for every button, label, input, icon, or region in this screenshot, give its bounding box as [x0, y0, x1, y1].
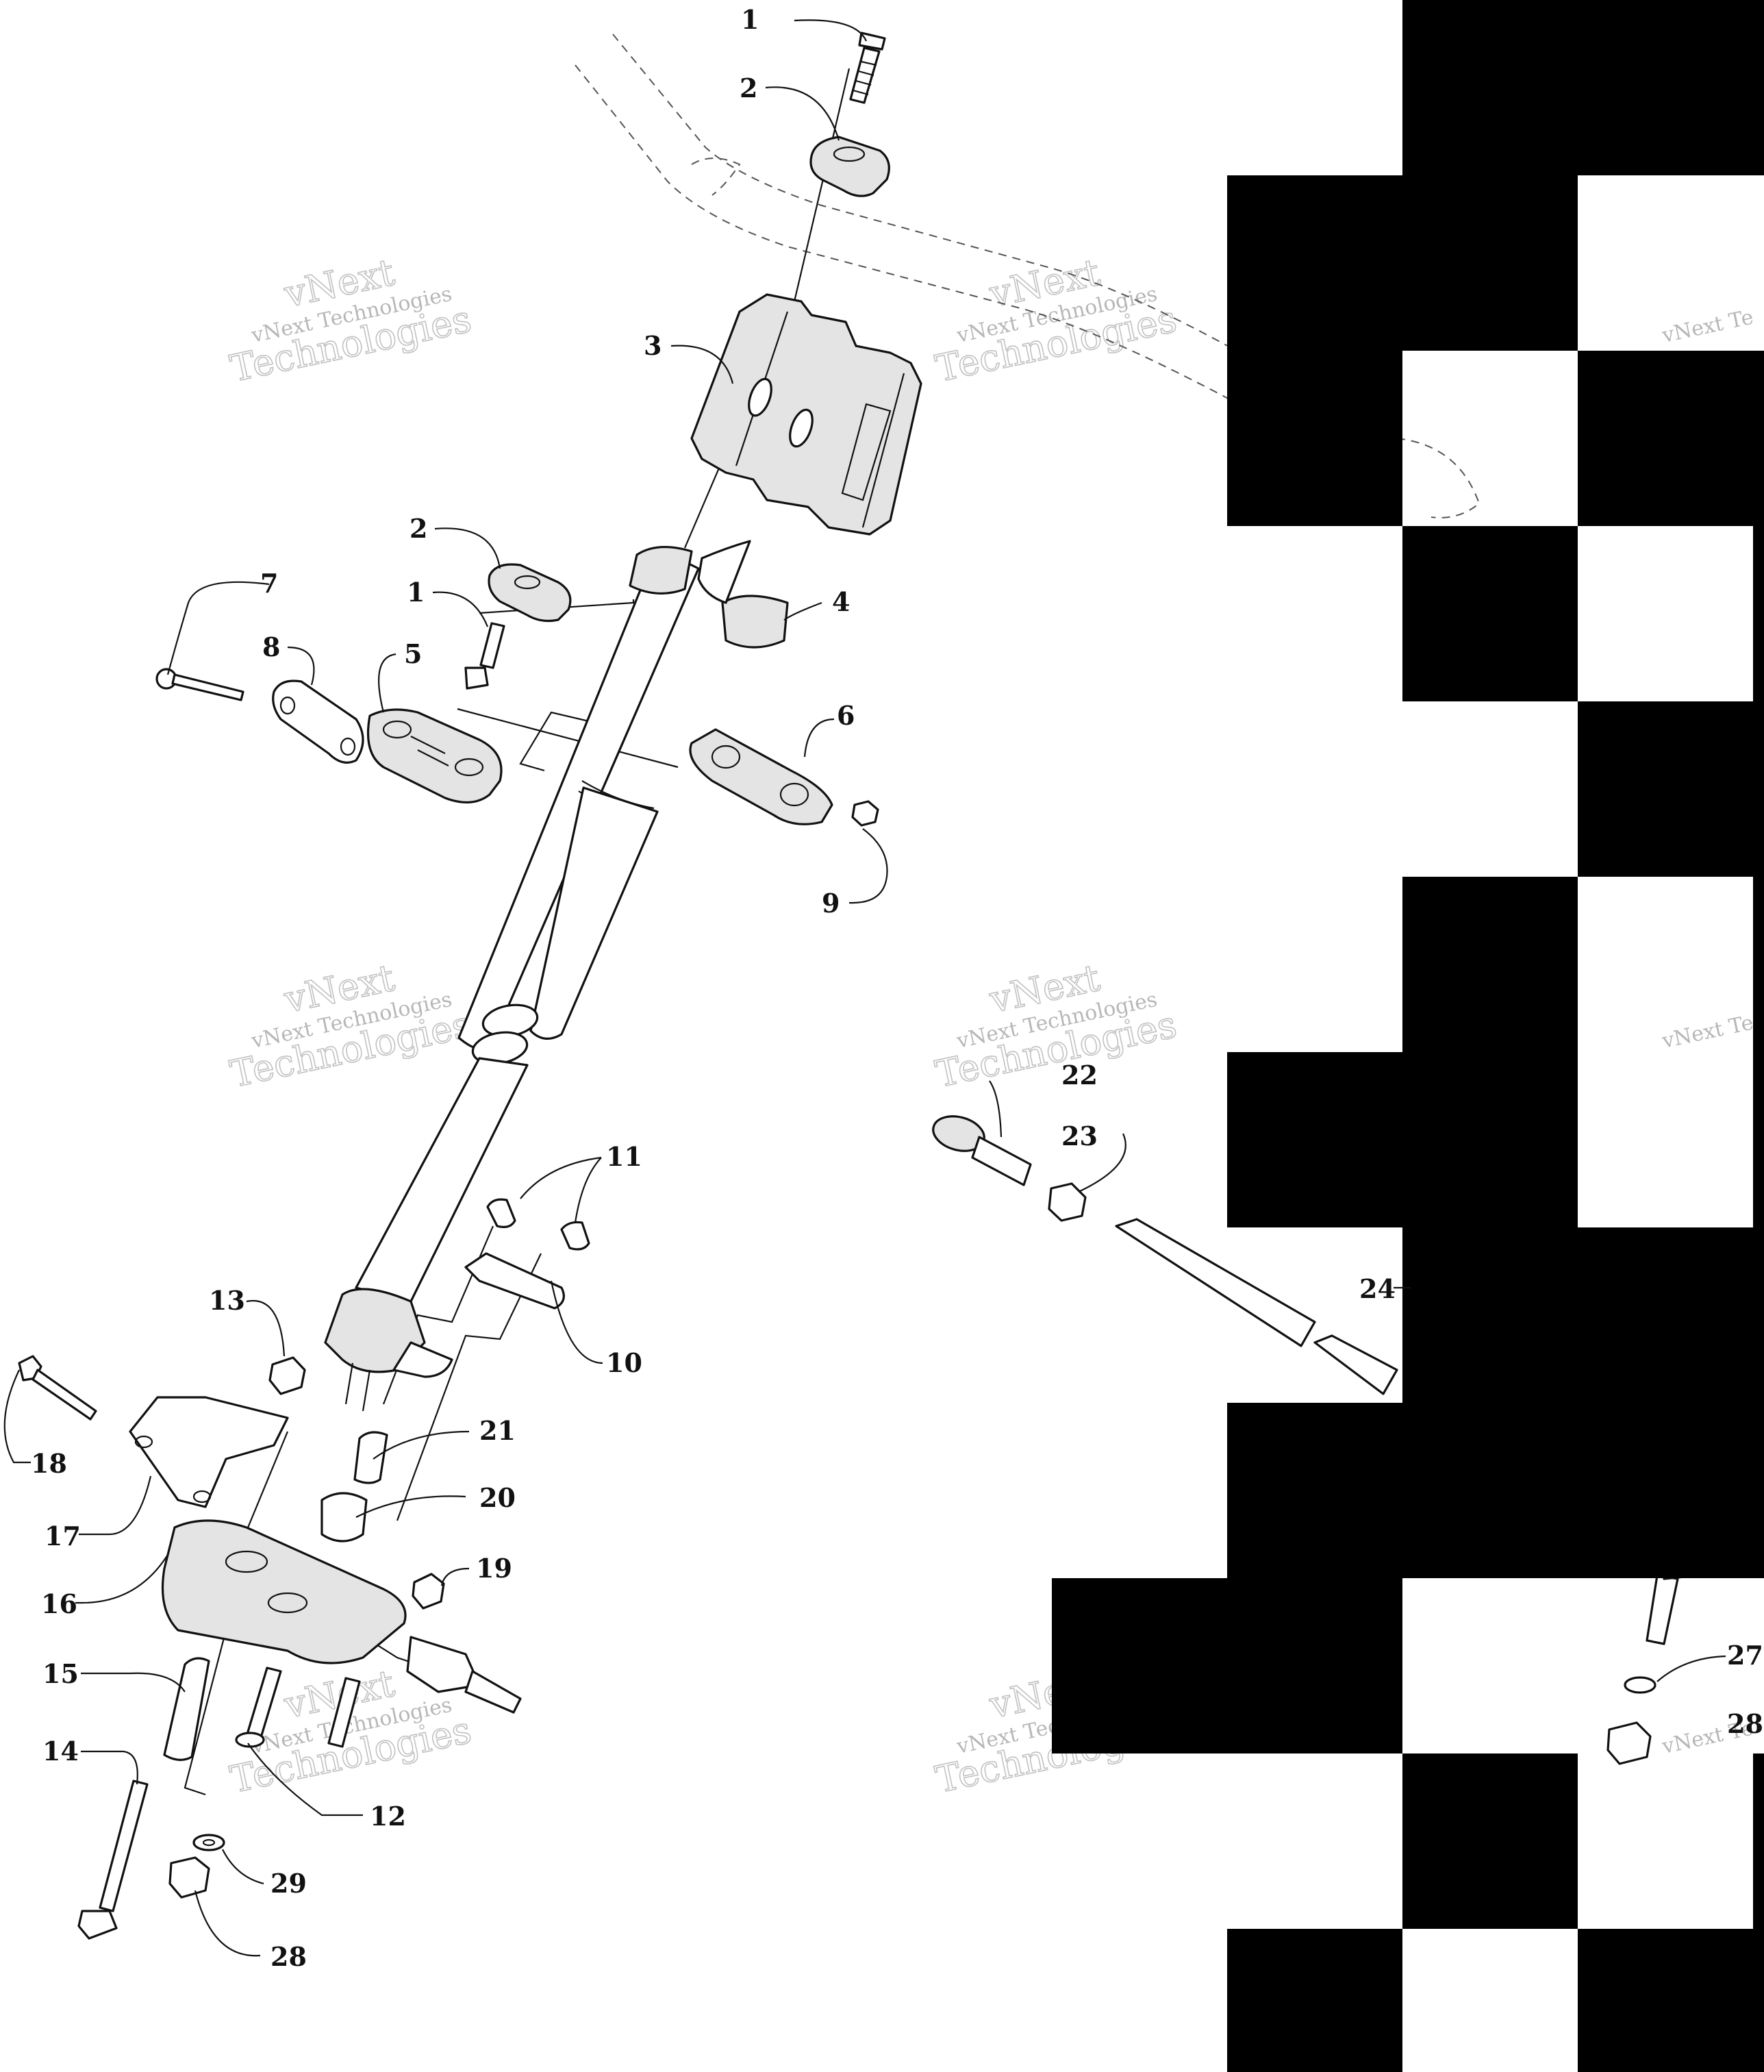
part-spacers-top — [486, 1198, 590, 1251]
callout-24: 24 — [1359, 1273, 1396, 1304]
callout-7: 7 — [260, 568, 278, 599]
watermark: vNext Te — [1659, 305, 1755, 348]
part-bolt-mid — [464, 622, 505, 690]
part-bolts-12 — [235, 1667, 361, 1748]
callout-2: 2 — [740, 73, 757, 103]
leader-lines — [3, 19, 1726, 1957]
part-clamp-cap — [689, 728, 833, 825]
part-bolt-long — [155, 668, 244, 701]
callout-1: 1 — [407, 577, 425, 608]
part-strap — [272, 679, 364, 764]
callout-13: 13 — [209, 1285, 245, 1316]
part-bracket-plate — [464, 1252, 565, 1310]
callout-12: 12 — [370, 1801, 406, 1832]
part-jam-nut-23 — [1048, 1182, 1087, 1222]
callout-23: 23 — [1061, 1121, 1098, 1151]
callout-17: 17 — [45, 1521, 81, 1551]
part-clamp-mid — [488, 563, 572, 623]
callout-18: 18 — [31, 1448, 67, 1479]
callout-15: 15 — [42, 1658, 79, 1689]
part-nut-28 — [168, 1856, 210, 1899]
callout-14: 14 — [42, 1736, 79, 1767]
callout-8: 8 — [262, 632, 280, 662]
watermark: vNext Technologies Technologies vNext — [931, 250, 1181, 391]
callout-20: 20 — [479, 1482, 516, 1513]
callout-2: 2 — [410, 513, 427, 544]
callout-28: 28 — [1727, 1708, 1763, 1739]
callout-4: 4 — [832, 586, 850, 617]
part-tie-rod-24 — [1115, 1218, 1398, 1395]
part-spacer-21 — [353, 1431, 388, 1484]
callout-21: 21 — [479, 1415, 516, 1446]
handlebar-outline — [575, 34, 1480, 519]
callouts: 1 2 3 2 1 4 7 8 5 6 9 11 10 13 18 21 20 … — [31, 4, 1763, 1972]
callout-29: 29 — [270, 1868, 307, 1899]
part-rod-end-22 — [932, 1115, 1032, 1186]
callout-27: 27 — [1727, 1640, 1763, 1671]
callout-6: 6 — [837, 700, 855, 731]
part-bracket-17 — [129, 1396, 289, 1508]
part-bushing-20 — [320, 1492, 368, 1543]
callout-28: 28 — [270, 1941, 307, 1972]
part-nut-28b — [1606, 1721, 1652, 1765]
watermark: vNext Technologies Technologies vNext — [226, 250, 475, 391]
callout-9: 9 — [822, 888, 840, 919]
part-bracket-16 — [161, 1519, 522, 1714]
part-lower-clamp — [366, 708, 503, 804]
part-nut-13 — [268, 1356, 306, 1395]
part-bolt-18 — [18, 1355, 97, 1421]
watermark: vNext Technologies Technologies vNext — [226, 956, 475, 1097]
callout-3: 3 — [644, 330, 662, 361]
part-washer-29 — [192, 1834, 225, 1851]
callout-5: 5 — [404, 638, 422, 669]
part-steering-post — [324, 540, 789, 1412]
callout-16: 16 — [41, 1588, 77, 1619]
watermark-line: vNext Te — [1659, 1011, 1755, 1053]
callout-22: 22 — [1061, 1060, 1098, 1090]
part-nut-19 — [412, 1573, 445, 1610]
part-riser-block — [690, 293, 922, 536]
part-spacer-15 — [163, 1657, 210, 1761]
checker-overlay — [1052, 0, 1764, 2072]
callout-10: 10 — [606, 1347, 642, 1378]
part-clamp-upper — [809, 136, 890, 197]
watermark-line: vNext Te — [1659, 305, 1755, 348]
part-bolt-14 — [77, 1780, 149, 1940]
callout-11: 11 — [606, 1141, 642, 1172]
callout-19: 19 — [476, 1553, 512, 1584]
part-nut-small — [851, 800, 879, 827]
part-washer-27 — [1624, 1676, 1656, 1694]
watermark: vNext Te — [1659, 1011, 1755, 1053]
part-bolt-top — [849, 32, 886, 104]
callout-1: 1 — [741, 4, 759, 35]
watermark: vNext Technologies Technologies vNext — [931, 956, 1181, 1097]
